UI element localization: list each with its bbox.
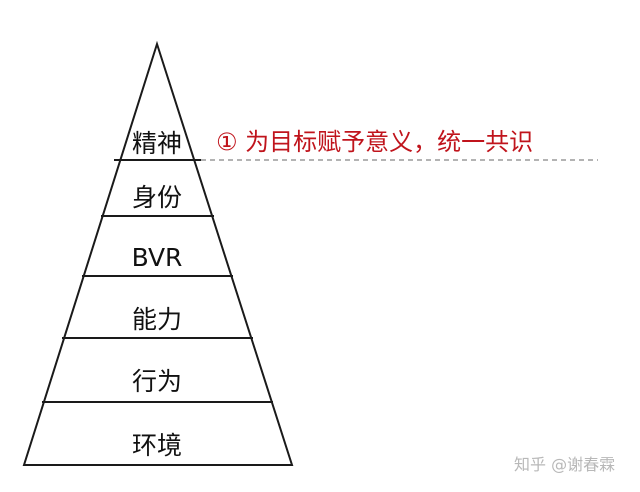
pyramid-dividers [42,159,273,403]
level-label-huanjing: 环境 [132,431,182,460]
pyramid-outline [22,40,294,466]
pyramid-labels: 精神 身份 BVR 能力 行为 环境 [132,129,183,460]
level-label-xingwei: 行为 [132,367,182,396]
watermark-text: 知乎 @谢春霖 [514,455,615,474]
level-label-shenfen: 身份 [132,183,182,212]
annotation-text: ① 为目标赋予意义，统一共识 [216,128,533,156]
level-label-bvr: BVR [132,243,183,272]
level-label-nengli: 能力 [132,305,182,334]
level-label-jingshen: 精神 [132,129,182,158]
